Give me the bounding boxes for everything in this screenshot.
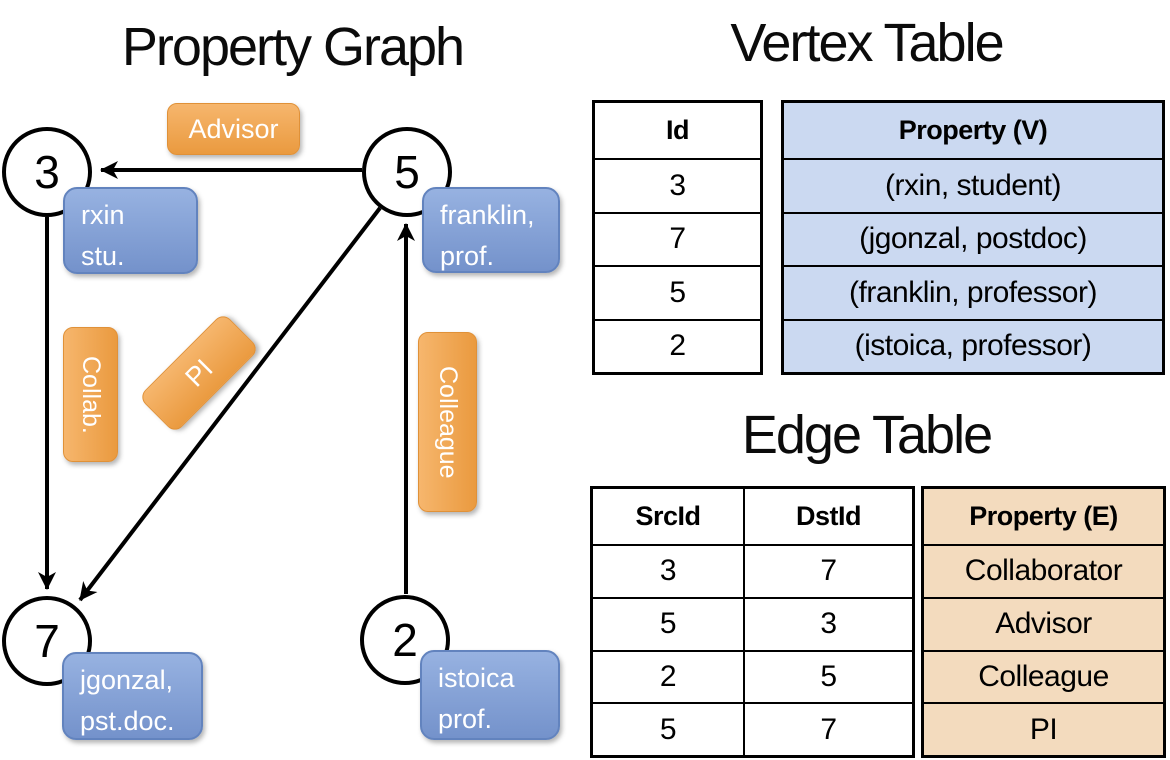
vertex-table-cell-id: 5 xyxy=(595,265,760,319)
edge-table-property-column: Property (E) Collaborator Advisor Collea… xyxy=(921,486,1166,758)
edge-table-cell-src: 2 xyxy=(593,651,745,703)
node-id: 5 xyxy=(394,146,420,198)
edge-label-colleague: Colleague xyxy=(418,332,477,512)
label-line: istoica xyxy=(438,663,515,693)
node-2-property-label: istoica prof. xyxy=(420,650,560,740)
vertex-table-cell-property: (franklin, professor) xyxy=(784,265,1162,319)
edge-table-cell-dst: 3 xyxy=(820,607,837,641)
edge-table-row: 2 5 xyxy=(593,649,912,703)
node-id: 2 xyxy=(392,614,418,666)
node-id: 3 xyxy=(34,146,60,198)
edge-table-header-srcid: SrcId xyxy=(593,489,745,544)
node-5-property-label: franklin, prof. xyxy=(422,187,560,273)
edge-label-collab: Collab. xyxy=(63,327,118,462)
node-id: 7 xyxy=(34,615,60,667)
edge-table-header-dstid: DstId xyxy=(796,501,862,531)
edge-table-title: Edge Table xyxy=(741,405,993,465)
edge-table-cell-property: PI xyxy=(924,702,1163,755)
edge-table-cell-property: Colleague xyxy=(924,649,1163,703)
graph-title: Property Graph xyxy=(121,17,465,77)
edge-table-id-columns: SrcId DstId 3 7 5 3 2 5 5 7 xyxy=(590,486,915,758)
edge-table-cell-src: 3 xyxy=(593,546,745,597)
graph-edges-canvas xyxy=(38,161,415,602)
graph-node-2: 2 xyxy=(360,595,450,685)
edge-table-cell-src: 5 xyxy=(593,704,745,755)
edge-table-cell-dst: 5 xyxy=(820,659,837,693)
vertex-table-title: Vertex Table xyxy=(730,13,1004,73)
edge-table-cell-src: 5 xyxy=(593,598,745,650)
label-line: rxin xyxy=(81,200,125,230)
edge-table-row: 5 7 xyxy=(593,702,912,755)
vertex-table-cell-id: 2 xyxy=(595,318,760,373)
label-line: prof. xyxy=(438,703,493,734)
vertex-table-cell-property: (rxin, student) xyxy=(784,158,1162,212)
vertex-table-header-id: Id xyxy=(666,115,690,145)
vertex-table-cell-id: 7 xyxy=(595,211,760,266)
label-line: jgonzal, xyxy=(80,665,174,695)
label-line: pst.doc. xyxy=(80,705,175,736)
edge-table-cell-dst: 7 xyxy=(820,554,837,588)
vertex-table-cell-id: 3 xyxy=(595,158,760,212)
edge-table-row: 5 3 xyxy=(593,596,912,650)
label-line: stu. xyxy=(81,240,125,271)
edge-table-cell-property: Advisor xyxy=(924,596,1163,650)
edge-table-row: 3 7 xyxy=(593,544,912,597)
vertex-table-cell-property: (istoica, professor) xyxy=(784,318,1162,372)
graph-node-5: 5 xyxy=(362,127,452,217)
node-7-property-label: jgonzal, pst.doc. xyxy=(62,652,203,740)
edge-table-cell-dst: 7 xyxy=(820,712,837,746)
edge-5-to-7-pi xyxy=(78,206,382,602)
edge-label-advisor: Advisor xyxy=(167,103,300,155)
edge-table-header-row: SrcId DstId xyxy=(593,489,912,544)
vertex-table-id-column: Id 3 7 5 2 xyxy=(592,100,763,375)
edge-table-header-property: Property (E) xyxy=(924,489,1163,544)
node-3-property-label: rxin stu. xyxy=(63,187,198,274)
vertex-table-cell-property: (jgonzal, postdoc) xyxy=(784,211,1162,265)
label-line: franklin, xyxy=(440,200,535,230)
edge-table-cell-property: Collaborator xyxy=(924,544,1163,597)
vertex-table-property-column: Property (V) (rxin, student) (jgonzal, p… xyxy=(781,100,1165,375)
vertex-table-header-property: Property (V) xyxy=(784,103,1162,158)
label-line: prof. xyxy=(440,240,495,271)
